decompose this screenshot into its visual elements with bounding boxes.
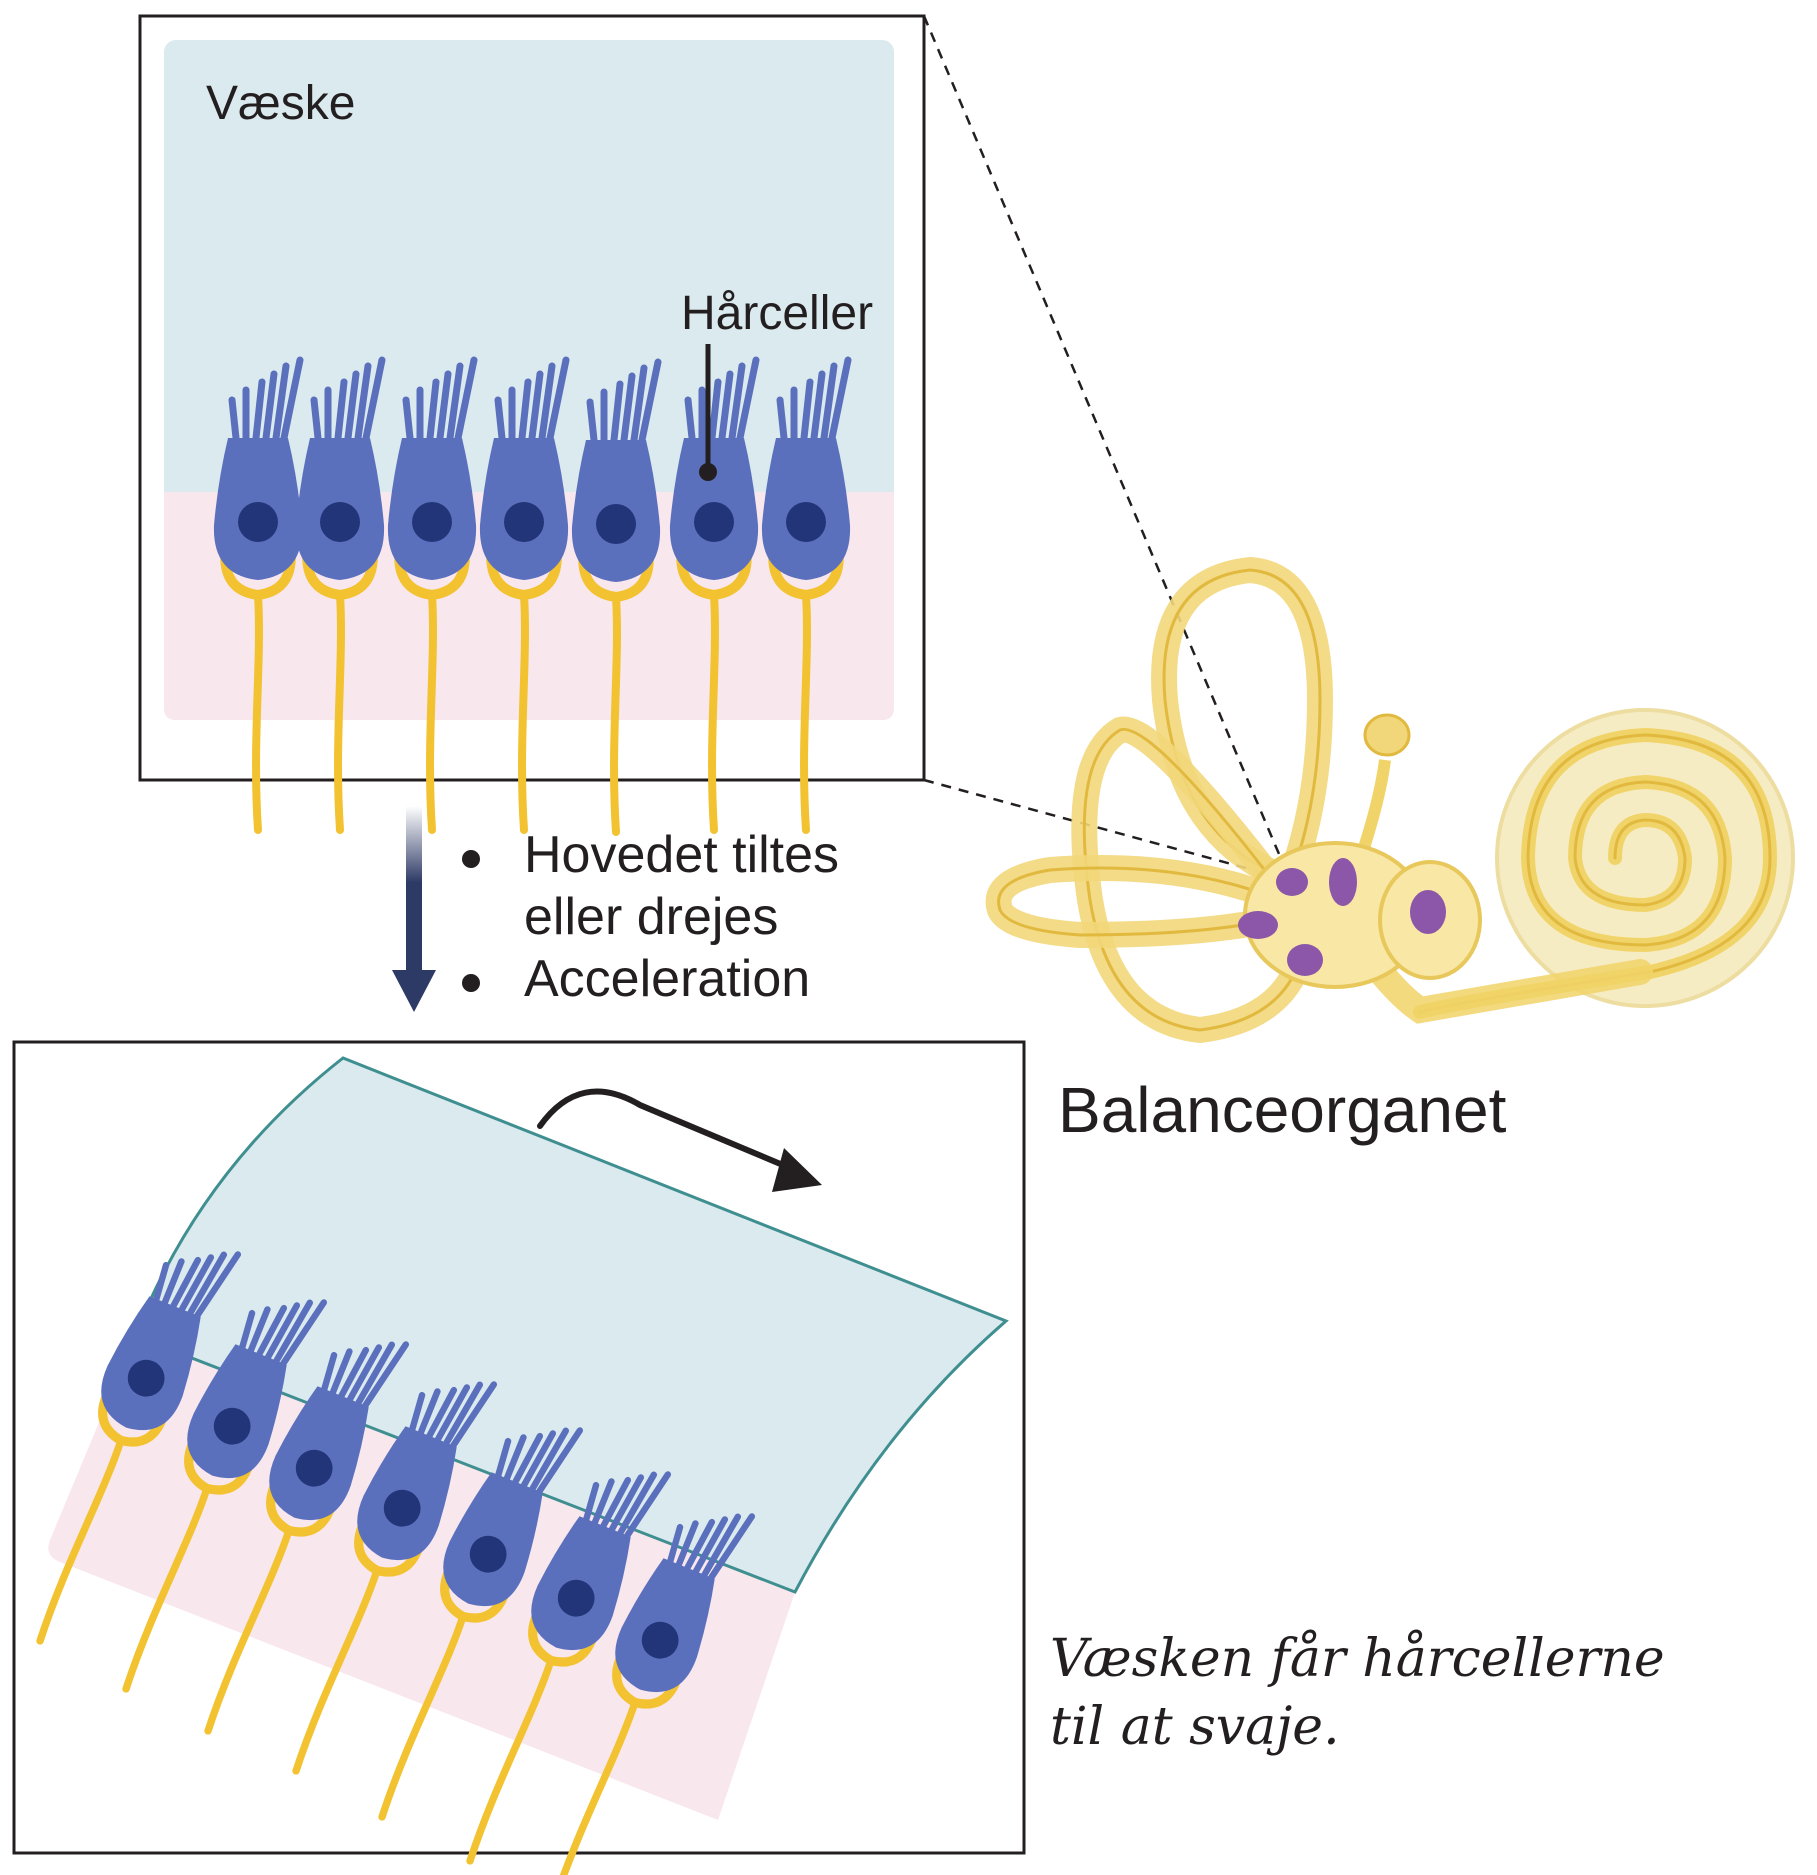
organ-label: Balanceorganet [1058, 1074, 1507, 1146]
hair-cell-leader-dot [699, 463, 717, 481]
zoom-line-top [922, 15, 1292, 881]
stimulus-item-acceleration: Acceleration [462, 948, 839, 1010]
caption-line-2: til at svaje. [1050, 1697, 1340, 1757]
fluid-label: Væske [206, 77, 356, 130]
down-arrow-icon [392, 806, 436, 1012]
zoom-line-bottom [923, 778, 1291, 882]
fluid-sheet [133, 1056, 1009, 1594]
stimulus-item-tilt: Hovedet tiltes [462, 824, 839, 886]
caption: Væsken får hårcellerne til at svaje. [1050, 1625, 1665, 1761]
hair-cells-label: Hårceller [681, 287, 874, 340]
inner-ear-icon [985, 556, 1795, 1044]
stimulus-list: Hovedet tiltes eller drejes Acceleration [462, 824, 839, 1010]
caption-line-1: Væsken får hårcellerne [1050, 1629, 1665, 1689]
stimulus-item-tilt-continued: eller drejes [524, 888, 779, 946]
motion-arrow-icon [537, 1088, 822, 1192]
